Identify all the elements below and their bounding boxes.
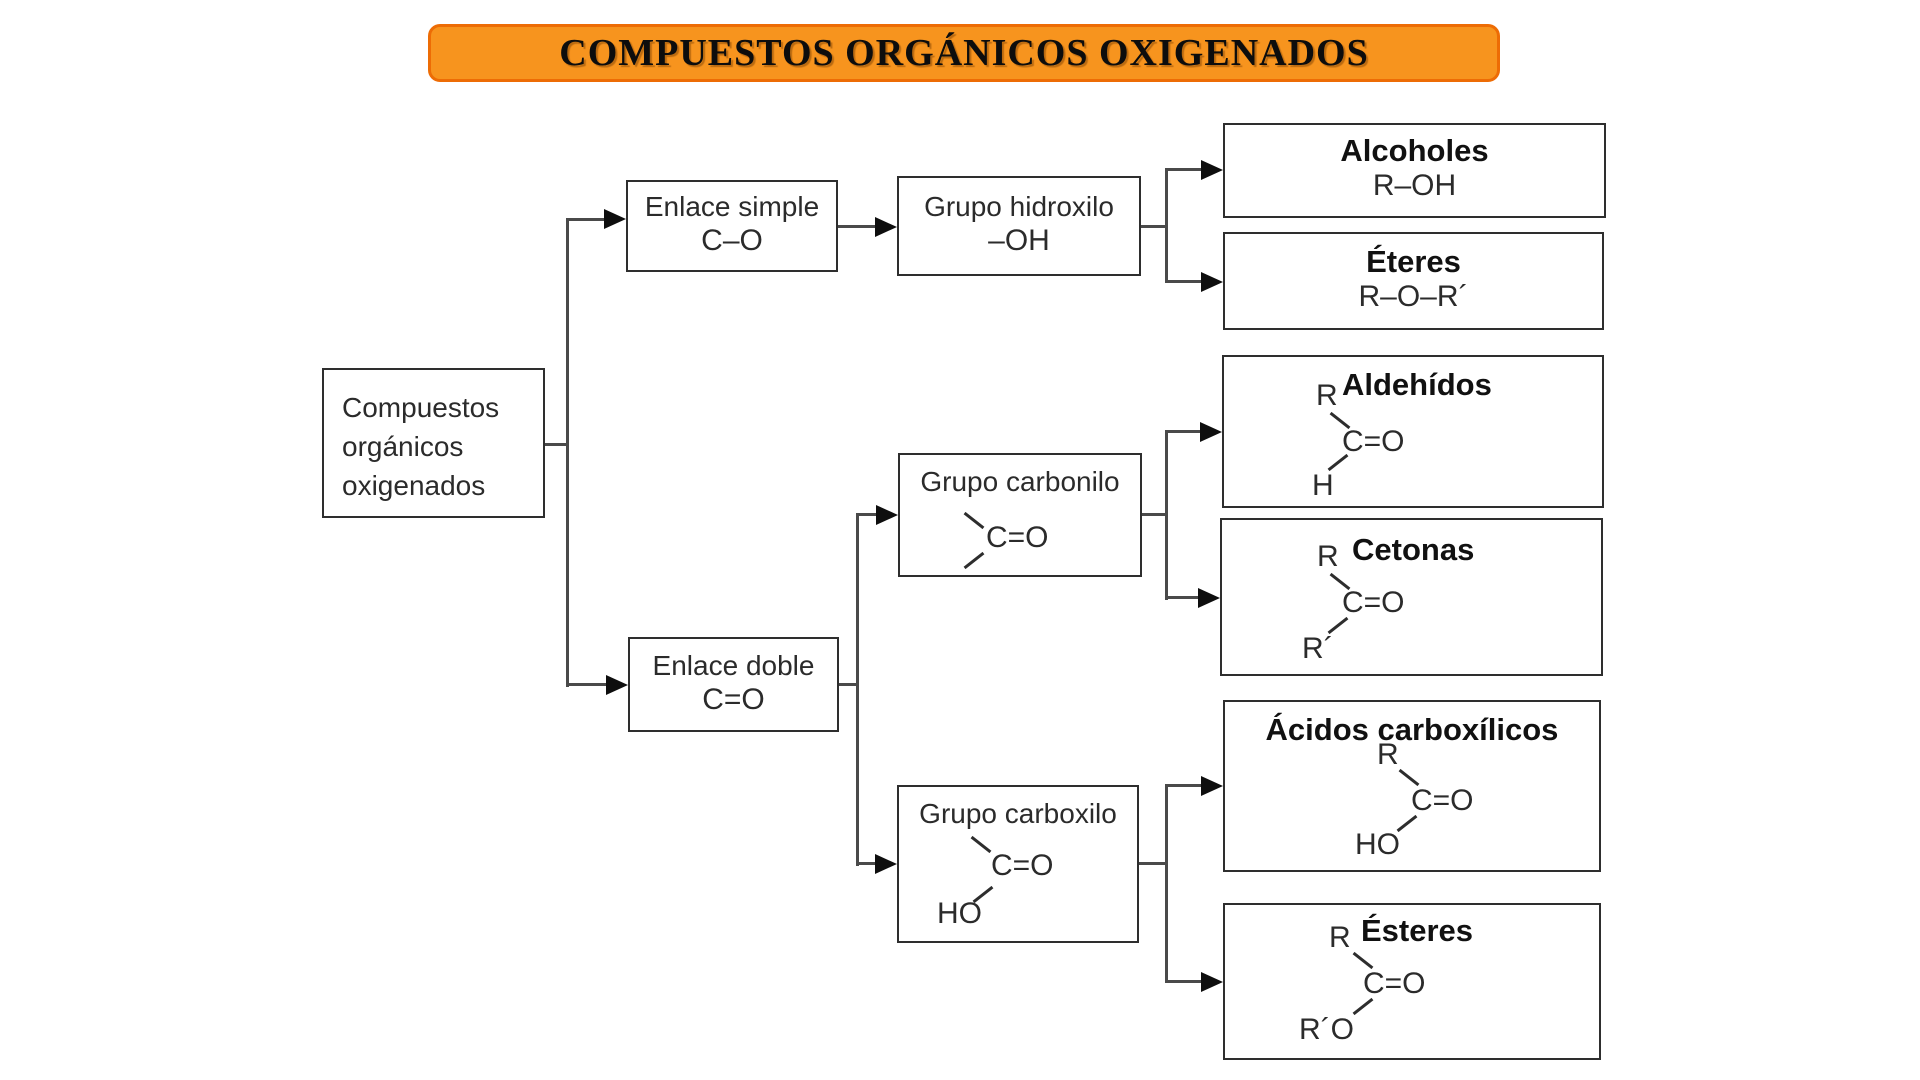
arrow-icon bbox=[876, 505, 898, 525]
connector-doble-out bbox=[839, 683, 859, 686]
leaf-alcoholes: Alcoholes R–OH bbox=[1223, 123, 1606, 218]
connector-to-esteres bbox=[1165, 980, 1203, 983]
arrow-icon bbox=[604, 209, 626, 229]
enlace-doble-formula: C=O bbox=[702, 683, 765, 716]
title-banner: COMPUESTOS ORGÁNICOS OXIGENADOS bbox=[428, 24, 1500, 82]
bond-upper bbox=[970, 835, 992, 854]
grupo-carbonilo-label: Grupo carbonilo bbox=[920, 466, 1120, 497]
arrow-icon bbox=[1201, 776, 1223, 796]
enlace-simple-formula: C–O bbox=[701, 224, 763, 257]
acidos-ho: HO bbox=[1355, 828, 1400, 861]
arrow-icon bbox=[1201, 160, 1223, 180]
arrow-icon bbox=[606, 675, 628, 695]
cetonas-ceo: C=O bbox=[1342, 586, 1405, 619]
grupo-hidroxilo-label: Grupo hidroxilo bbox=[924, 191, 1114, 222]
connector-simple-hidroxilo bbox=[838, 225, 878, 228]
root-line-2: orgánicos bbox=[342, 431, 464, 462]
cetonas-r2: R´ bbox=[1302, 632, 1334, 665]
arrow-icon bbox=[1200, 422, 1222, 442]
connector-fork-doble bbox=[856, 513, 859, 866]
alcoholes-formula: R–OH bbox=[1372, 169, 1457, 202]
connector-carbonilo-out bbox=[1142, 513, 1168, 516]
box-enlace-doble: Enlace doble C=O bbox=[628, 637, 839, 732]
grupo-hidroxilo-formula: –OH bbox=[988, 224, 1050, 257]
root-box-compuestos: Compuestos orgánicos oxigenados bbox=[322, 368, 545, 518]
connector-carboxilo-out bbox=[1139, 862, 1168, 865]
leaf-esteres: R Ésteres C=O R´O bbox=[1223, 903, 1601, 1060]
connector-trunk bbox=[566, 218, 569, 687]
eteres-formula: R–O–R´ bbox=[1358, 280, 1469, 313]
connector-to-aldehidos bbox=[1165, 430, 1202, 433]
esteres-ceo: C=O bbox=[1363, 967, 1426, 1000]
esteres-ro: R´O bbox=[1299, 1013, 1354, 1046]
cetonas-title: Cetonas bbox=[1352, 532, 1475, 567]
connector-to-acidos bbox=[1165, 784, 1203, 787]
arrow-icon bbox=[1198, 588, 1220, 608]
esteres-title: Ésteres bbox=[1361, 913, 1474, 948]
enlace-doble-label: Enlace doble bbox=[652, 650, 815, 681]
connector-fork-hidroxilo bbox=[1165, 168, 1168, 283]
connector-to-cetonas bbox=[1165, 596, 1202, 599]
aldehidos-h: H bbox=[1312, 469, 1334, 502]
leaf-aldehidos: R Aldehídos C=O H bbox=[1222, 355, 1604, 508]
aldehidos-title: Aldehídos bbox=[1342, 367, 1492, 402]
arrow-icon bbox=[875, 217, 897, 237]
box-grupo-carboxilo: Grupo carboxilo C=O HO bbox=[897, 785, 1139, 943]
connector-to-eteres bbox=[1165, 280, 1203, 283]
connector-to-alcoholes bbox=[1165, 168, 1203, 171]
acidos-title: Ácidos carboxílicos bbox=[1265, 712, 1559, 747]
arrow-icon bbox=[875, 854, 897, 874]
enlace-simple-label: Enlace simple bbox=[644, 191, 820, 222]
aldehidos-ceo: C=O bbox=[1342, 425, 1405, 458]
root-line-3: oxigenados bbox=[342, 470, 486, 501]
aldehidos-r: R bbox=[1316, 379, 1338, 412]
alcoholes-title: Alcoholes bbox=[1340, 133, 1489, 168]
connector-hidroxilo-out bbox=[1141, 225, 1168, 228]
acidos-r: R bbox=[1377, 738, 1399, 771]
connector-to-enlace-doble bbox=[566, 683, 608, 686]
bond-lower bbox=[963, 551, 985, 570]
box-grupo-hidroxilo: Grupo hidroxilo –OH bbox=[897, 176, 1141, 276]
root-line-1: Compuestos bbox=[342, 392, 500, 423]
connector-fork-carboxilo bbox=[1165, 784, 1168, 983]
box-grupo-carbonilo: Grupo carbonilo C=O bbox=[898, 453, 1142, 577]
grupo-carbonilo-formula: C=O bbox=[986, 521, 1049, 554]
leaf-cetonas: R Cetonas C=O R´ bbox=[1220, 518, 1603, 676]
box-enlace-simple: Enlace simple C–O bbox=[626, 180, 838, 272]
acidos-ceo: C=O bbox=[1411, 784, 1474, 817]
grupo-carboxilo-ho: HO bbox=[937, 897, 982, 930]
connector-fork-carbonilo bbox=[1165, 430, 1168, 600]
arrow-icon bbox=[1201, 972, 1223, 992]
arrow-icon bbox=[1201, 272, 1223, 292]
esteres-r: R bbox=[1329, 921, 1351, 954]
connector-root-out bbox=[545, 443, 569, 446]
leaf-eteres: Éteres R–O–R´ bbox=[1223, 232, 1604, 330]
connector-to-enlace-simple bbox=[566, 218, 606, 221]
connector-to-carboxilo bbox=[856, 862, 877, 865]
grupo-carboxilo-label: Grupo carboxilo bbox=[919, 798, 1117, 829]
connector-to-carbonilo bbox=[856, 513, 878, 516]
grupo-carboxilo-formula: C=O bbox=[991, 849, 1054, 882]
cetonas-r: R bbox=[1317, 540, 1339, 573]
page-title: COMPUESTOS ORGÁNICOS OXIGENADOS bbox=[559, 32, 1369, 74]
leaf-acidos-carboxilicos: Ácidos carboxílicos R C=O HO bbox=[1223, 700, 1601, 872]
eteres-title: Éteres bbox=[1366, 244, 1461, 279]
bond-upper bbox=[963, 511, 985, 530]
